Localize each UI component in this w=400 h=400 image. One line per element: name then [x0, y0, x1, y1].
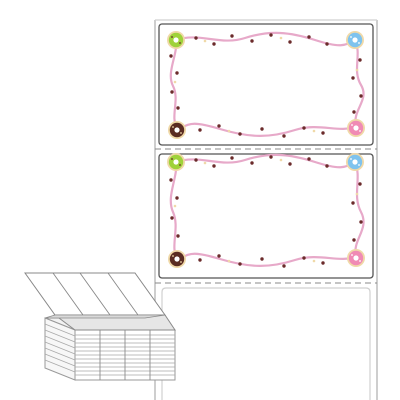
label-2-donut-top-right	[346, 153, 364, 171]
unfold-sheet-fold	[44, 314, 166, 319]
label-2-donut-top-left	[167, 153, 185, 171]
label-1	[158, 23, 374, 146]
label-1-donut-bottom-left	[168, 121, 186, 139]
stack-front-label-dividers	[99, 330, 151, 380]
label-1-donut-top-left	[167, 31, 185, 49]
label-1-donut-top-right	[346, 31, 364, 49]
label-2-donut-bottom-right	[347, 249, 365, 267]
label-2-sprinkles-light	[173, 158, 359, 263]
unfold-sheet-top-dividers	[52, 272, 139, 316]
label-3-outline-partial	[161, 287, 371, 400]
label-1-donut-bottom-right	[347, 119, 365, 137]
label-3-partial	[161, 287, 371, 400]
fanfold-stack	[24, 272, 176, 381]
label-2-outline	[158, 153, 374, 279]
label-1-sprinkles-light	[173, 36, 359, 133]
label-2-donut-bottom-left	[168, 250, 186, 268]
label-1-outline	[158, 23, 374, 146]
stack-side-face	[44, 317, 76, 381]
label-2-sprinkles	[169, 155, 363, 268]
label-2	[158, 153, 374, 279]
label-1-sprinkles	[169, 33, 363, 138]
